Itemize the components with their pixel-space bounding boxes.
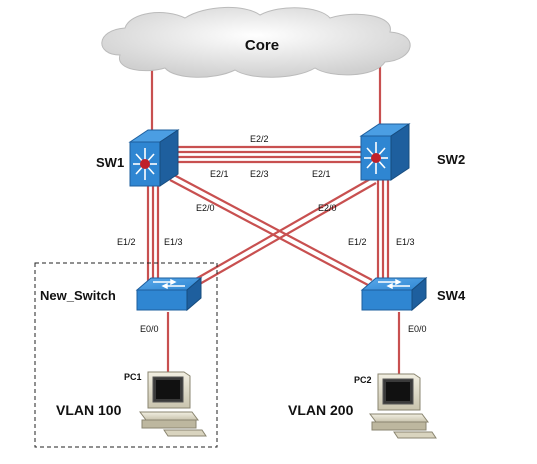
sw2-multilayer-switch-icon	[359, 123, 411, 181]
dashed-selection-box	[34, 262, 218, 448]
sw2-label: SW2	[437, 152, 465, 167]
port-label-sw1-e20: E2/0	[196, 203, 215, 213]
pc1-label: PC1	[124, 372, 142, 382]
link-sw1-newswitch	[146, 180, 160, 285]
sw1-label: SW1	[96, 155, 124, 170]
pc1-vlan-label: VLAN 100	[56, 402, 122, 418]
sw1-multilayer-switch-icon	[128, 129, 180, 187]
port-label-newswitch-e00: E0/0	[140, 324, 159, 334]
sw4-label: SW4	[437, 288, 466, 303]
core-label: Core	[245, 37, 279, 54]
port-label-sw1-e12: E1/2	[117, 237, 136, 247]
pc2-computer-icon	[369, 373, 437, 439]
port-label-sw2-e23: E2/3	[250, 169, 269, 179]
new-switch-icon	[135, 276, 203, 312]
port-label-sw2-e20: E2/0	[318, 203, 337, 213]
link-sw1-sw4-cross	[169, 174, 373, 286]
link-sw2-newswitch-cross	[179, 177, 377, 294]
port-label-sw1-e13: E1/3	[164, 237, 183, 247]
link-sw2-sw4	[376, 180, 390, 285]
port-label-sw4-e00: E0/0	[408, 324, 427, 334]
port-labels: E2/2 E2/1 E2/3 E2/1 E2/0 E2/0 E1/2 E1/3 …	[117, 134, 427, 334]
core-cloud-icon	[101, 7, 411, 78]
port-label-sw2-e13: E1/3	[396, 237, 415, 247]
port-label-sw1-sw2-e22: E2/2	[250, 134, 269, 144]
link-sw1-sw2-e21-e23	[175, 155, 365, 164]
port-label-sw2-e12: E1/2	[348, 237, 367, 247]
links	[146, 57, 401, 378]
link-sw1-sw2-e22	[175, 145, 365, 154]
port-label-sw1-e21: E2/1	[210, 169, 229, 179]
pc1-computer-icon	[139, 371, 207, 437]
pc2-vlan-label: VLAN 200	[288, 402, 354, 418]
pc2-label: PC2	[354, 375, 372, 385]
port-label-sw2-e21: E2/1	[312, 169, 331, 179]
sw4-switch-icon	[360, 276, 428, 312]
new-switch-label: New_Switch	[40, 288, 116, 303]
